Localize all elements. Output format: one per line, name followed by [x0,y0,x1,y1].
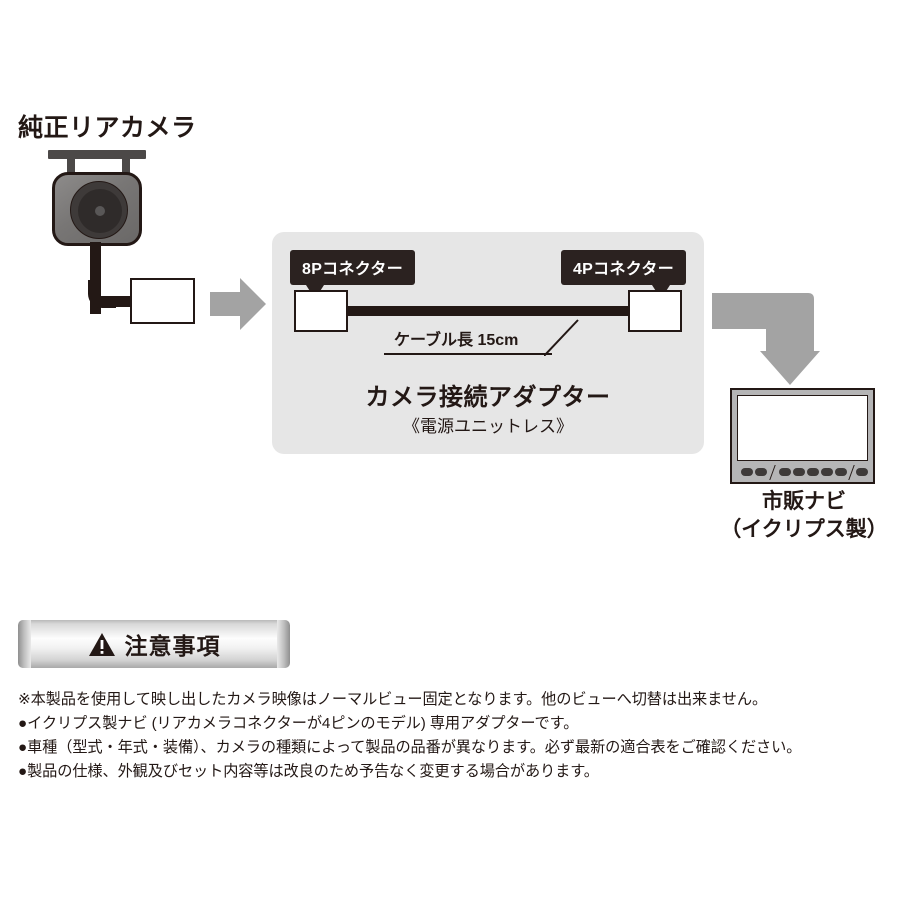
rear-camera-graphic [30,150,220,345]
cable-length-leader-line [544,319,579,356]
nav-button-center-5-icon [835,468,847,476]
plug-8p-icon [294,290,348,332]
caution-notes-list: ※本製品を使用して映し出したカメラ映像はノーマルビュー固定となります。他のビュー… [18,688,884,784]
right-arrow-icon [210,278,266,330]
adapter-title: カメラ接続アダプター [365,384,611,411]
caution-banner-content: 注意事項 [18,620,290,668]
cable-length-label: ケーブル長 15cm [394,332,519,349]
navigation-caption-line1: 市販ナビ [762,490,846,513]
adapter-subtitle: 《電源ユニットレス》 [403,417,573,436]
note-item: ※本製品を使用して映し出したカメラ映像はノーマルビュー固定となります。他のビュー… [18,691,768,708]
camera-body-icon [52,172,142,246]
elbow-down-arrow-icon [712,293,820,385]
nav-button-center-3-icon [807,468,819,476]
connector-label-8p-text: 8Pコネクター [302,261,404,278]
navigation-unit-graphic [730,388,875,484]
note-item: ●車種（型式・年式・装備）、カメラの種類によって製品の品番が異なります。必ず最新… [18,739,802,757]
cable-length-underline [384,353,552,355]
camera-cable-icon [90,242,101,314]
note-item: ●製品の仕様、外観及びセット内容等は改良のため予告なく変更する場合があります。 [18,763,599,781]
note-item: ●イクリプス製ナビ (リアカメラコネクターが4ピンのモデル) 専用アダプターです… [18,715,579,733]
warning-triangle-icon [88,632,115,656]
camera-lens-icon [70,181,128,239]
nav-divider-right-icon [848,465,855,480]
adapter-panel: 8Pコネクター 4Pコネクター ケーブル長 15cm カメラ接続アダプター 《電… [272,232,704,454]
adapter-cable-icon [346,306,630,316]
camera-bracket-post-right-icon [122,158,130,176]
camera-lens-mid-icon [78,189,122,233]
page-title: 純正リアカメラ [18,114,197,142]
navigation-caption: 市販ナビ （イクリプス製） [718,488,890,543]
banner-cap-right-icon [277,620,290,668]
connector-label-8p: 8Pコネクター [290,250,416,299]
nav-button-center-4-icon [821,468,833,476]
nav-button-left-1-icon [741,468,753,476]
connector-label-4p-text: 4Pコネクター [572,261,674,278]
caution-banner: 注意事項 [18,620,290,668]
camera-bracket-post-left-icon [67,158,75,176]
camera-cable-horizontal-icon [90,296,136,307]
camera-connector-icon [130,278,195,324]
banner-cap-left-icon [18,620,31,668]
nav-button-center-1-icon [779,468,791,476]
connector-label-4p: 4Pコネクター [560,250,686,299]
navigation-screen-icon [737,395,868,461]
nav-divider-left-icon [769,465,776,480]
nav-button-right-1-icon [856,468,868,476]
caution-banner-title: 注意事項 [124,633,221,659]
navigation-caption-line2: （イクリプス製） [720,517,888,541]
nav-button-center-2-icon [793,468,805,476]
navigation-button-strip [737,465,868,480]
camera-lens-inner-icon [95,206,105,216]
plug-4p-icon [628,290,682,332]
camera-bracket-icon [48,150,146,159]
nav-button-left-2-icon [755,468,767,476]
